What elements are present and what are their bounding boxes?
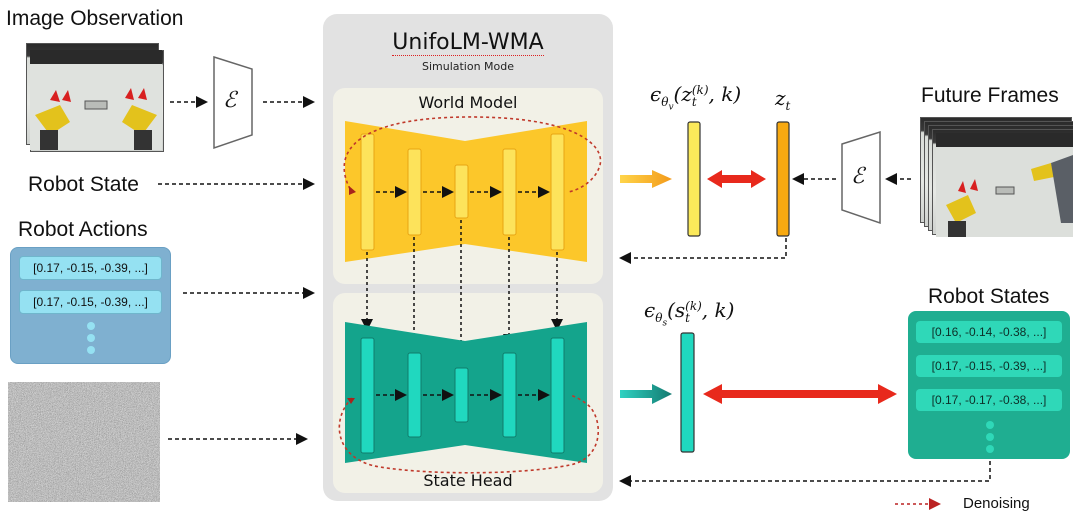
z-symbol: z — [775, 86, 786, 110]
feedback-lines — [619, 173, 991, 487]
eps-video-vector — [687, 121, 701, 237]
robot-states-label: Robot States — [928, 285, 1050, 308]
world-model-label: World Model — [418, 93, 518, 112]
z-t-vector — [776, 121, 790, 237]
robot-state-row: [0.17, -0.15, -0.39, ...] — [916, 355, 1062, 377]
sh-block-1 — [360, 337, 375, 454]
ellipsis-dot — [986, 445, 994, 453]
wm-to-sh-arrows — [361, 220, 563, 361]
image-observation-label: Image Observation — [6, 7, 184, 30]
ellipsis-dot — [986, 433, 994, 441]
sh-output-arrow — [620, 384, 672, 404]
wm-block-5 — [550, 133, 565, 251]
eps-symbol: ϵ — [650, 82, 662, 106]
robot-actions-box: [0.17, -0.15, -0.39, ...] [0.17, -0.15, … — [10, 247, 171, 364]
sh-block-5 — [550, 337, 565, 454]
encoder-symbol-right: ℰ — [851, 164, 865, 189]
wm-block-3 — [454, 164, 469, 219]
state-head-label: State Head — [423, 471, 513, 490]
t-subscript-s: t — [685, 310, 690, 325]
wm-block-1 — [360, 133, 375, 251]
k-tail-s: , k) — [701, 298, 735, 322]
future-frames-label: Future Frames — [921, 84, 1059, 107]
wm-loop-arrowhead — [349, 186, 356, 195]
theta-symbol-s: θ — [655, 311, 663, 325]
ellipsis-dot — [986, 421, 994, 429]
noise-input-stack — [8, 382, 158, 500]
sh-block-2 — [407, 352, 422, 438]
robot-state-label: Robot State — [28, 173, 139, 196]
image-encoder — [213, 55, 253, 150]
robot-arms-illustration — [30, 50, 162, 150]
eps-state-vector — [680, 332, 695, 453]
s-subscript: s — [662, 318, 668, 329]
model-title-text: UnifoLM-WMA — [392, 30, 544, 56]
t-sub: t — [785, 99, 791, 113]
wm-block-4 — [502, 148, 517, 236]
z-arg: (z — [673, 82, 692, 106]
robot-action-row: [0.17, -0.15, -0.39, ...] — [19, 290, 162, 314]
eps-video-label: ϵθv(z(k)t , k) — [650, 82, 741, 112]
v-subscript: v — [668, 102, 674, 113]
robot-states-box: [0.16, -0.14, -0.38, ...] [0.17, -0.15, … — [908, 311, 1070, 459]
state-loss-arrow — [703, 384, 897, 404]
robot-state-row: [0.17, -0.17, -0.38, ...] — [916, 389, 1062, 411]
eps-state-label: ϵθs(s(k)t , k) — [644, 298, 734, 328]
input-arrows — [158, 96, 315, 445]
robot-state-row: [0.16, -0.14, -0.38, ...] — [916, 321, 1062, 343]
ellipsis-dot — [87, 334, 95, 342]
z-t-label: zt — [775, 86, 790, 113]
future-frame-image — [936, 133, 1073, 237]
future-frames-encoder — [841, 130, 881, 225]
sh-block-4 — [502, 352, 517, 438]
model-title: UnifoLM-WMA — [323, 30, 613, 56]
k-superscript-s: (k) — [685, 298, 702, 313]
sh-block-3 — [454, 367, 469, 423]
denoising-legend-label: Denoising — [963, 495, 1030, 512]
theta-symbol: θ — [661, 95, 669, 109]
k-tail: , k) — [708, 82, 742, 106]
robot-action-row: [0.17, -0.15, -0.39, ...] — [19, 256, 162, 280]
sh-denoising-loop — [338, 394, 600, 474]
encoder-symbol: ℰ — [223, 88, 237, 113]
ellipsis-dot — [87, 346, 95, 354]
model-subtitle: Simulation Mode — [421, 60, 515, 73]
wm-block-2 — [407, 148, 422, 236]
wm-output-arrow — [620, 170, 672, 188]
robot-actions-label: Robot Actions — [18, 218, 148, 241]
t-subscript: t — [691, 94, 697, 109]
k-superscript: (k) — [691, 82, 709, 97]
video-loss-arrow — [707, 170, 766, 188]
ellipsis-dot — [87, 322, 95, 330]
s-arg: (s — [667, 298, 686, 322]
wm-denoising-loop — [343, 116, 602, 193]
eps-symbol-s: ϵ — [644, 298, 656, 322]
sh-loop-arrowhead — [347, 398, 355, 404]
